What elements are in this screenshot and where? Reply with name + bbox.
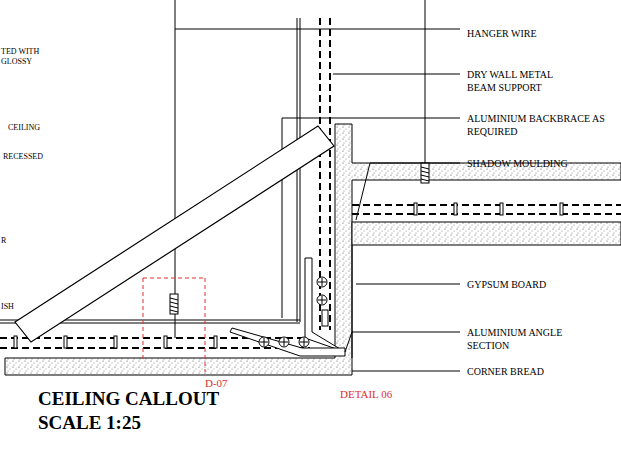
- drawing-title: CEILING CALLOUT: [38, 388, 219, 410]
- callout-label: CORNER BREAD: [467, 365, 544, 378]
- callout-label: ALUMINIUM BACKBRACE AS REQUIRED: [467, 112, 607, 138]
- callout-label: GYPSUM BOARD: [467, 278, 546, 291]
- scale-note: SCALE 1:25: [38, 411, 141, 435]
- callout-label: ALUMINIUM ANGLE SECTION: [467, 326, 587, 352]
- detail-ref: D-07: [205, 376, 228, 390]
- cut-note: CEILING: [8, 123, 40, 133]
- cut-note: R: [1, 236, 6, 246]
- cut-note: RECESSED: [3, 152, 43, 162]
- detail-ref: DETAIL 06: [340, 387, 392, 401]
- callout-label: HANGER WIRE: [467, 27, 537, 40]
- cut-note: TED WITH: [1, 47, 39, 57]
- callout-label: DRY WALL METAL BEAM SUPPORT: [467, 68, 577, 94]
- cut-note: GLOSSY: [1, 57, 32, 67]
- callout-label: SHADOW MOULDING: [467, 157, 568, 170]
- cut-note: ISH: [1, 302, 14, 312]
